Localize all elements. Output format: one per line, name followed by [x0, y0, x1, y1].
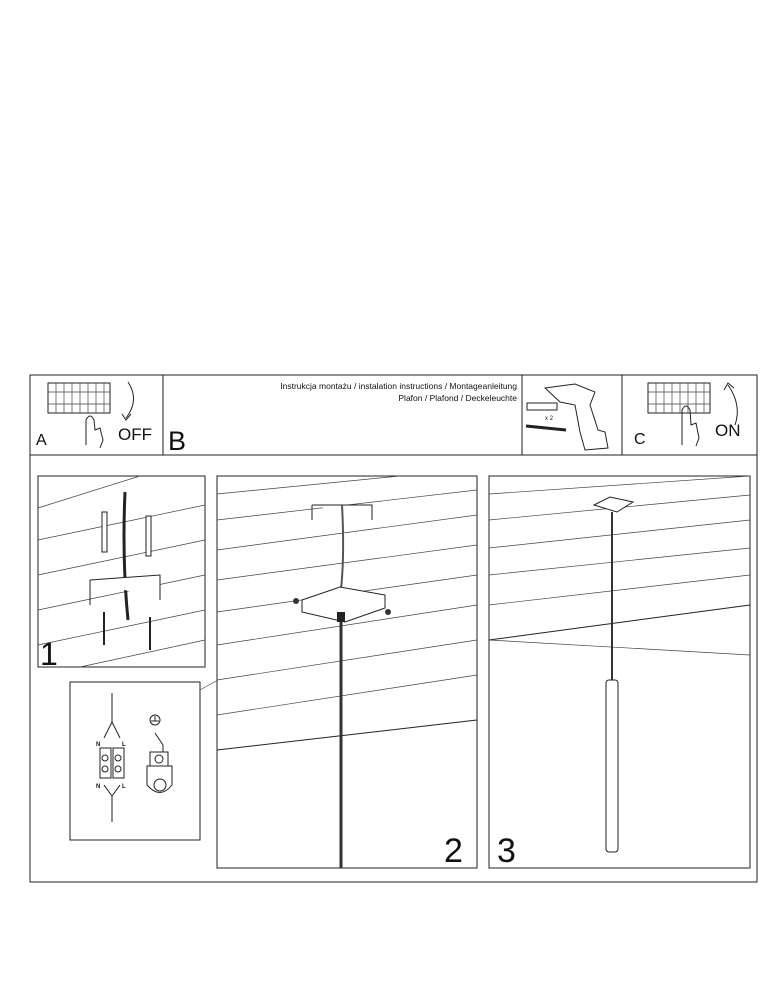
screw-right	[385, 609, 391, 615]
tube-lamp	[605, 679, 619, 853]
label-off: OFF	[118, 425, 152, 444]
ground-terminal	[149, 751, 169, 767]
wall-plugs	[101, 511, 152, 557]
cable-gland	[337, 612, 345, 622]
title-line-1: Instrukcja montażu / instalation instruc…	[280, 381, 517, 391]
label-l-top: L	[122, 742, 126, 748]
ground-symbol-icon	[149, 714, 161, 726]
canopy	[301, 586, 386, 623]
breaker-box-icon	[647, 382, 711, 414]
drill-icon	[543, 383, 609, 451]
panel-a-power-off: A OFF	[36, 375, 164, 455]
step-3-panel: 3	[488, 475, 751, 870]
canopy	[592, 496, 635, 513]
label-l-bottom: L	[122, 784, 126, 790]
label-c: C	[634, 431, 646, 448]
arrow-up-icon	[727, 384, 738, 426]
hand-icon	[681, 405, 700, 447]
screw-icon	[525, 424, 567, 432]
label-n-top: N	[96, 742, 100, 748]
step-1-number: 1	[40, 636, 58, 672]
label-on: ON	[715, 421, 741, 440]
step-3-number: 3	[497, 832, 516, 870]
mounting-bracket	[89, 574, 161, 605]
step-1-panel: 1	[37, 475, 206, 672]
screw-left	[293, 598, 299, 604]
label-a: A	[36, 432, 47, 449]
wall-plug-icon	[526, 402, 558, 411]
panel-drill-tools: x 2	[521, 375, 623, 455]
label-n-bottom: N	[96, 784, 100, 790]
step-2-panel: 2	[216, 475, 478, 870]
panel-c-power-on: C ON	[634, 382, 741, 448]
cable	[122, 491, 130, 621]
screws	[103, 612, 151, 650]
title-line-2: Plafon / Plafond / Deckeleuchte	[398, 393, 517, 403]
plug-quantity: x 2	[545, 416, 554, 422]
breaker-box-icon	[47, 382, 111, 414]
terminal-n	[99, 747, 112, 779]
hand-icon	[85, 415, 104, 449]
label-b: B	[168, 426, 186, 456]
terminal-l	[112, 747, 125, 779]
step-2-number: 2	[444, 832, 463, 870]
arrow-down-icon	[125, 381, 134, 419]
outer-frame	[29, 374, 758, 883]
